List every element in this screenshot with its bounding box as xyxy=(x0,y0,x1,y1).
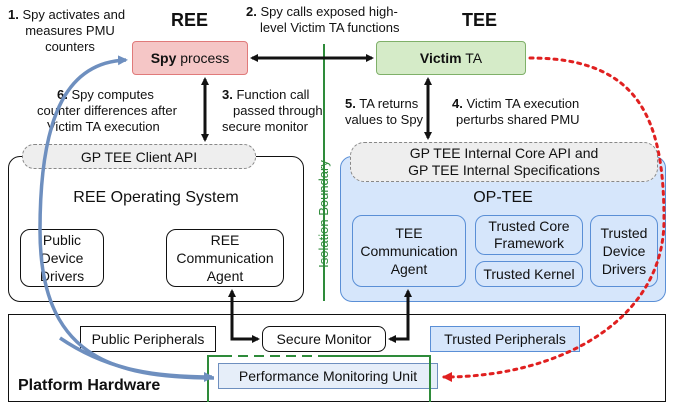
step-6-line-2: counter differences after xyxy=(37,103,177,118)
spy-label-rest: process xyxy=(176,50,230,66)
spy-pmu-arrow xyxy=(38,55,215,380)
step-4-line-1: Victim TA execution xyxy=(466,96,580,111)
core-fw-line-2: Framework xyxy=(493,235,564,251)
ree-os-label: REE Operating System xyxy=(73,189,239,206)
ree-agent-line-2: Communication xyxy=(176,250,274,266)
step-1-line-1: Spy activates and xyxy=(22,7,126,22)
step-1-line-2: measures PMU xyxy=(25,23,115,38)
core-fw-line-1: Trusted Core xyxy=(488,218,570,234)
step-4-annotation: 4. Victim TA execution perturbs shared P… xyxy=(452,96,580,128)
step-3-annotation: 3. Function call passed through secure m… xyxy=(222,87,323,135)
step-5-line-1: TA returns xyxy=(359,96,419,111)
tee-agent-monitor-arrow xyxy=(388,289,412,343)
public-drivers-line-2: Drivers xyxy=(39,268,85,284)
performance-monitoring-unit: Performance Monitoring Unit xyxy=(218,363,438,389)
step-6-line-1: Spy computes xyxy=(71,87,154,102)
victim-label-rest: TA xyxy=(461,50,483,66)
step-3-number: 3. xyxy=(222,87,233,102)
step-2-line-1: Spy calls exposed high- xyxy=(260,4,398,19)
ree-agent-line-1: REE xyxy=(210,232,240,248)
step-6-annotation: 6. Spy computes counter differences afte… xyxy=(37,87,177,135)
gp-internal-line-1: GP TEE Internal Core API and xyxy=(409,145,599,161)
victim-ta-node: Victim TA xyxy=(376,41,526,75)
step-2-line-2: level Victim TA functions xyxy=(260,20,400,35)
step-5-annotation: 5. TA returns values to Spy xyxy=(345,96,423,128)
hardware-boundary-dashed xyxy=(207,355,222,402)
tee-agent-line-2: Communication xyxy=(360,243,458,259)
step-6-line-3: Victim TA execution xyxy=(47,119,160,134)
step-2-annotation: 2. Spy calls exposed high- level Victim … xyxy=(246,4,399,36)
spy-label: Spy xyxy=(150,50,177,66)
public-peripherals: Public Peripherals xyxy=(80,326,216,352)
tee-agent-line-1: TEE xyxy=(395,225,423,241)
trusted-drivers-line-1: Trusted xyxy=(600,225,648,241)
op-tee-label: OP-TEE xyxy=(473,189,533,206)
step-1-annotation: 1. Spy activates and measures PMU counte… xyxy=(8,7,132,55)
gp-internal-line-2: GP TEE Internal Specifications xyxy=(408,162,600,178)
step-3-line-3: secure monitor xyxy=(222,119,308,134)
step-1-line-3: counters xyxy=(45,39,95,54)
spy-pmu-arrow-head xyxy=(59,336,214,382)
ree-header: REE xyxy=(171,10,209,30)
step-4-number: 4. xyxy=(452,96,463,111)
platform-hardware-label: Platform Hardware xyxy=(18,377,161,394)
spy-process-node: Spy process xyxy=(132,41,248,75)
trusted-peripherals: Trusted Peripherals xyxy=(430,326,580,352)
step-1-number: 1. xyxy=(8,7,19,22)
secure-monitor: Secure Monitor xyxy=(262,326,386,352)
public-drivers-line-1: Public Device xyxy=(40,232,84,266)
step-6-number: 6. xyxy=(57,87,68,102)
trusted-drivers-line-2: Device xyxy=(602,243,646,259)
victim-pmu-arrow xyxy=(442,56,666,382)
tee-header: TEE xyxy=(462,10,498,30)
step-4-line-2: perturbs shared PMU xyxy=(456,112,580,127)
step-3-line-1: Function call xyxy=(236,87,310,102)
trusted-drivers-line-3: Drivers xyxy=(601,261,647,277)
step-2-number: 2. xyxy=(246,4,257,19)
step-3-line-2: passed through xyxy=(233,103,323,118)
gp-tee-client-api: GP TEE Client API xyxy=(22,144,256,169)
trusted-kernel: Trusted Kernel xyxy=(475,261,583,287)
victim-label: Victim xyxy=(419,50,462,66)
ree-agent-monitor-arrow xyxy=(228,289,260,343)
step-5-line-2: values to Spy xyxy=(345,112,424,127)
tee-agent-line-3: Agent xyxy=(390,261,428,277)
step-5-number: 5. xyxy=(345,96,356,111)
hardware-boundary-right xyxy=(324,355,431,402)
ree-agent-line-3: Agent xyxy=(206,268,244,284)
